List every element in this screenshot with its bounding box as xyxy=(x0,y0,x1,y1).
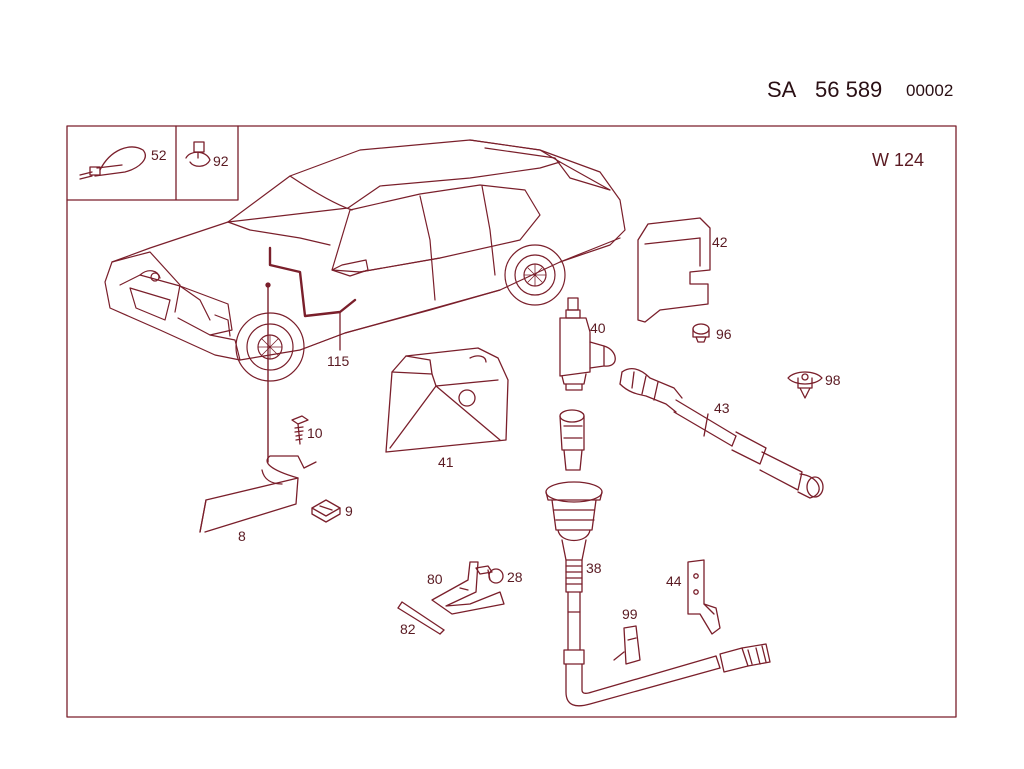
label-82: 82 xyxy=(400,621,416,637)
label-96: 96 xyxy=(716,326,732,342)
label-42: 42 xyxy=(712,234,728,250)
mount-point xyxy=(265,282,271,288)
diagram-frame xyxy=(66,125,957,718)
cable-tie-icon xyxy=(79,146,146,180)
part-43-antenna-cable xyxy=(619,367,824,499)
drawing-prefix: SA xyxy=(767,77,797,102)
part-10-screw xyxy=(291,415,309,445)
inset-box xyxy=(66,125,239,201)
drawing-number: 56 589 xyxy=(815,77,883,102)
part-115-wire-route xyxy=(268,246,357,318)
part-38-antenna-assembly xyxy=(545,409,771,707)
label-8: 8 xyxy=(238,528,246,544)
part-98-mount-nut xyxy=(787,371,823,399)
label-10: 10 xyxy=(307,425,323,441)
label-52: 52 xyxy=(151,147,167,163)
label-44: 44 xyxy=(666,573,682,589)
part-80-bracket xyxy=(431,561,505,615)
label-40: 40 xyxy=(590,320,606,336)
label-99: 99 xyxy=(622,606,638,622)
label-38: 38 xyxy=(586,560,602,576)
part-96-grommet xyxy=(692,323,710,343)
drawing-sheet: 00002 xyxy=(906,81,954,100)
label-9: 9 xyxy=(345,503,353,519)
part-82-rod xyxy=(397,601,445,635)
car-illustration xyxy=(104,139,626,382)
label-28: 28 xyxy=(507,569,523,585)
label-92: 92 xyxy=(213,153,229,169)
part-9-clip-nut xyxy=(311,499,341,523)
cable-clip-icon xyxy=(185,141,211,167)
label-43: 43 xyxy=(714,400,730,416)
label-115: 115 xyxy=(327,353,350,369)
part-44-bracket xyxy=(687,559,721,635)
part-42-cover-plate xyxy=(637,217,711,323)
part-labels: 52 92 115 42 40 96 98 43 41 10 9 8 38 80… xyxy=(151,147,841,637)
model-label: W 124 xyxy=(872,150,924,170)
part-40-tee-connector xyxy=(559,297,616,391)
part-28-bolt xyxy=(475,565,504,584)
label-98: 98 xyxy=(825,372,841,388)
part-41-housing xyxy=(385,347,509,453)
part-99-clip xyxy=(613,625,641,665)
part-8-trim-strip xyxy=(199,455,317,533)
label-41: 41 xyxy=(438,454,454,470)
label-80: 80 xyxy=(427,571,443,587)
